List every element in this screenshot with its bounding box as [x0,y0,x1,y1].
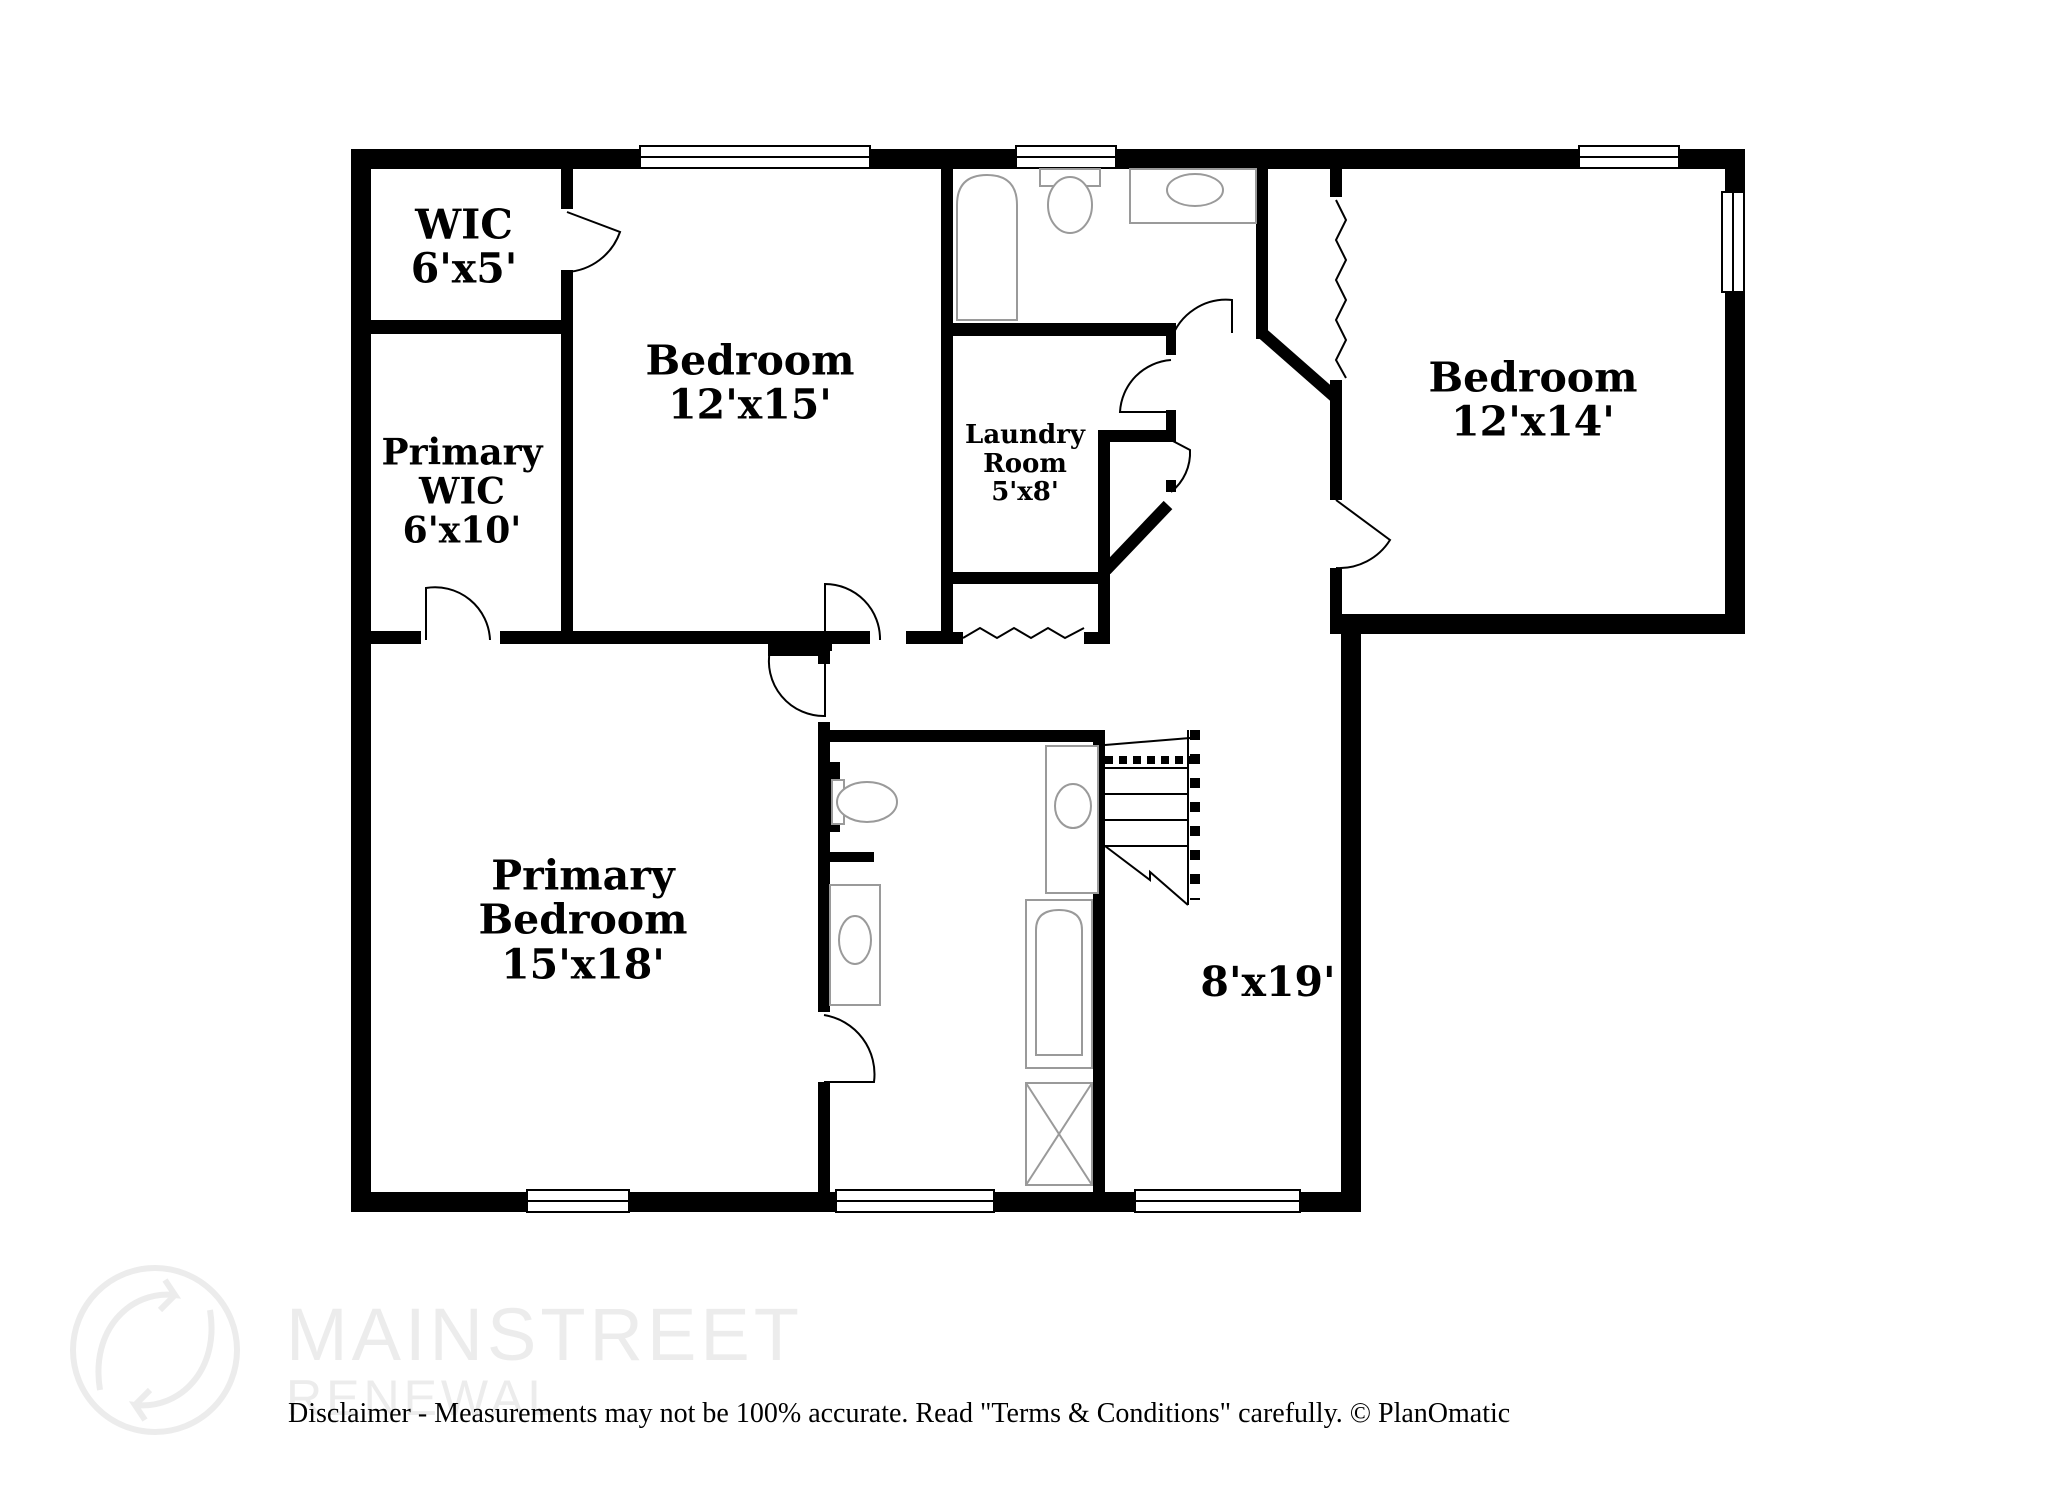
closet-doors [962,199,1348,640]
wic-label: WIC 6'x5' [410,200,518,293]
bedroom-right-label: Bedroom 12'x14' [1428,353,1638,446]
hall-size: 8'x19' [1200,957,1336,1006]
wic-name: WIC [415,200,513,249]
bedroom-right-name: Bedroom [1428,353,1638,402]
bedroom-right-size: 12'x14' [1451,398,1615,446]
primary-wic-label: Primary WIC 6'x10' [381,431,543,552]
primary-bedroom-size: 15'x18' [501,940,665,989]
watermark-line1: MAINSTREET [286,1293,803,1376]
primary-wic-line2: WIC [419,470,505,513]
primary-bedroom-line1: Primary [491,851,675,900]
hall-label: 8'x19' [1200,957,1336,1006]
watermark-line2: RENEWAL [286,1370,560,1426]
primary-wic-line1: Primary [381,431,543,474]
laundry-line2: Room [983,448,1067,479]
diagonal-walls [1101,328,1340,575]
bath-fixtures [829,168,1257,1186]
watermark-logo-icon [70,1265,240,1435]
bedroom-top-size: 12'x15' [668,381,832,429]
watermark-text: MAINSTREET RENEWAL [286,1293,803,1426]
laundry-size: 5'x8' [991,477,1059,508]
interior-walls [351,169,1342,1212]
primary-wic-size: 6'x10' [402,509,522,552]
disclaimer-text: Disclaimer - Measurements may not be 100… [288,1398,1511,1429]
stairs [1104,730,1200,906]
primary-bedroom-label: Primary Bedroom 15'x18' [478,851,688,989]
bedroom-top-name: Bedroom [645,336,855,385]
laundry-label: Laundry Room 5'x8' [965,421,1085,507]
doors [425,211,1392,1083]
primary-bedroom-line2: Bedroom [478,895,688,944]
laundry-line1: Laundry [965,420,1085,451]
bedroom-top-label: Bedroom 12'x15' [645,336,855,429]
wic-size: 6'x5' [410,245,518,293]
windows [526,145,1745,1213]
